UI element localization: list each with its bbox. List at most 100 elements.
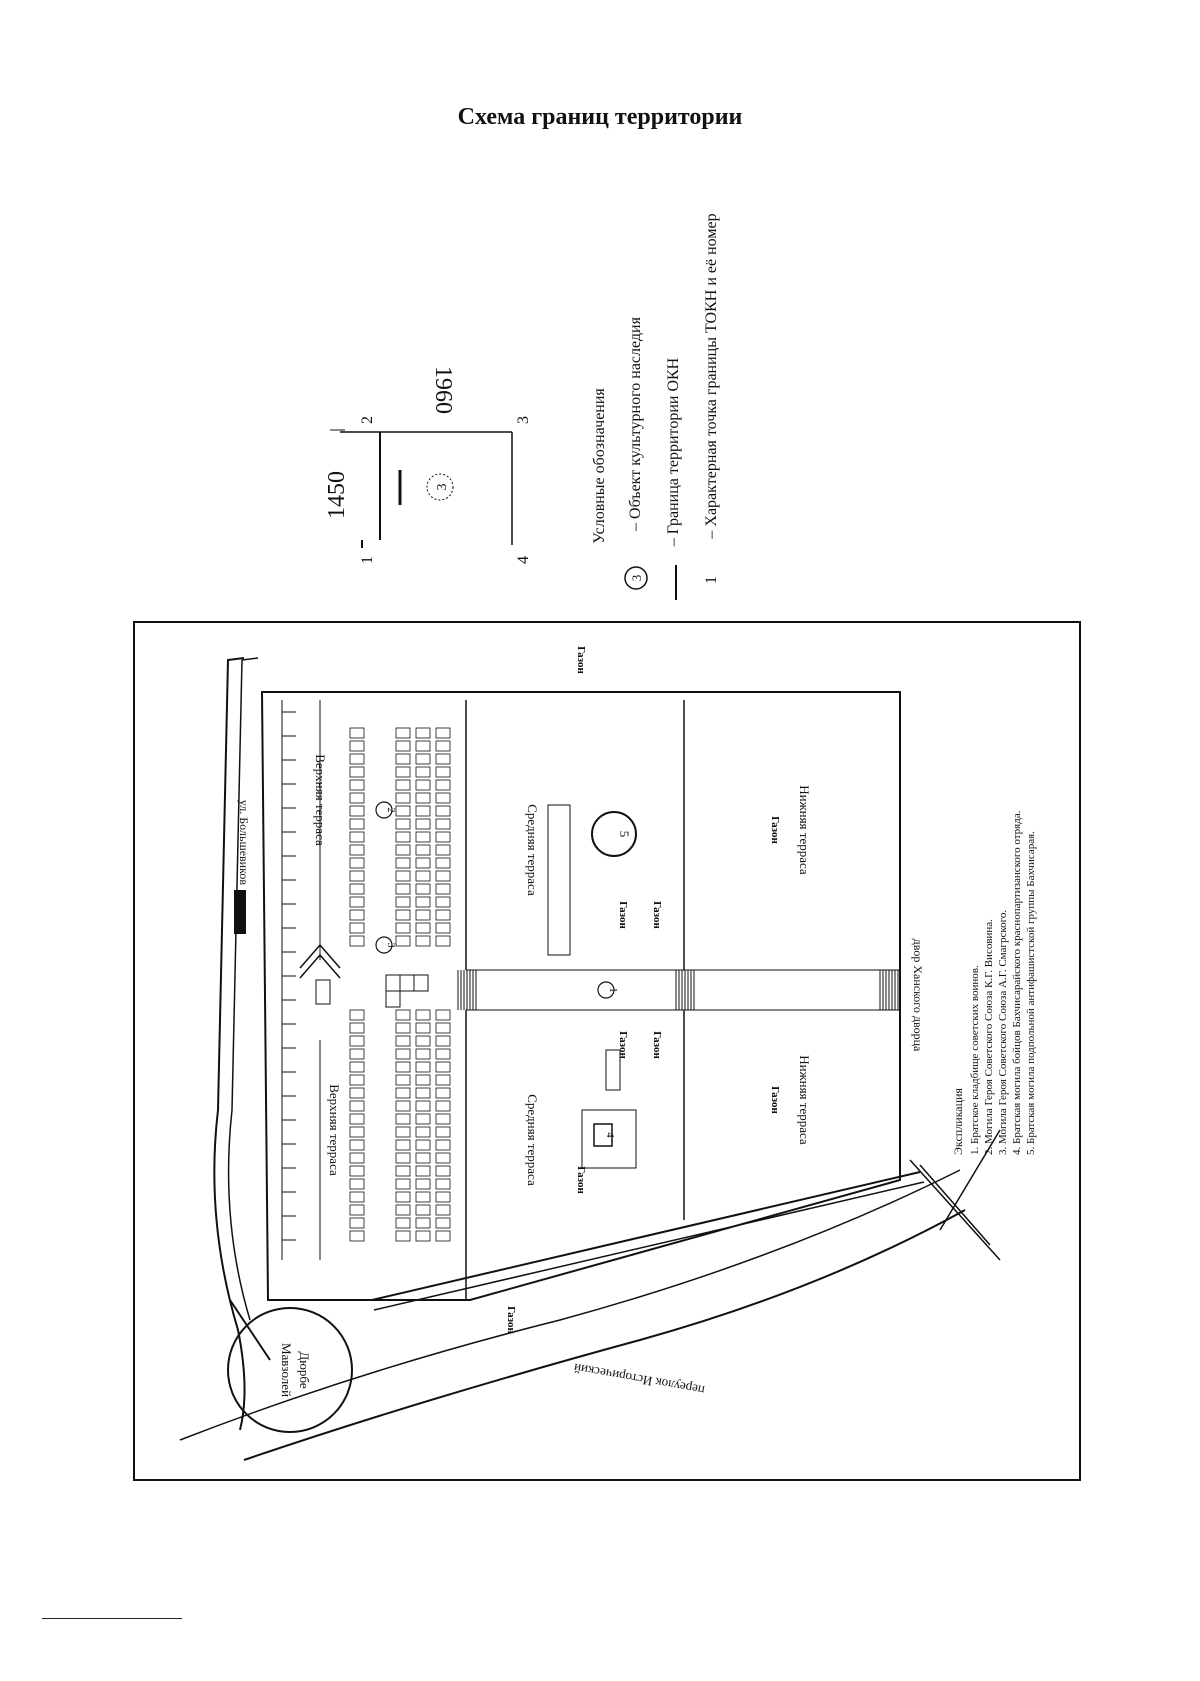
lawn-label-center-a: Газон: [617, 901, 629, 929]
grave-plot: [415, 740, 431, 752]
grave-block-d: [385, 990, 401, 1008]
legend-point-label: – Характерная точка границы ТОКН и её но…: [703, 213, 720, 539]
lawn-label-center-d: Газон: [651, 1031, 663, 1059]
grave-plot: [395, 1113, 411, 1125]
grave-plot: [349, 1009, 365, 1021]
fence-ticks: [282, 711, 296, 1241]
grave-plot: [415, 805, 431, 817]
grave-block-a: [385, 974, 401, 992]
point-label-2: 2: [359, 416, 376, 424]
boundary-outline: [260, 691, 901, 1301]
grave-plot: [395, 1048, 411, 1060]
small-plaque: [605, 1049, 621, 1091]
grave-plot: [395, 1191, 411, 1203]
length-label: 1960: [430, 366, 456, 414]
grave-plot: [415, 883, 431, 895]
footnote-rule: [42, 1618, 182, 1619]
grave-4-frame: [581, 1109, 637, 1169]
grave-plot: [395, 740, 411, 752]
museum-label-1: Мавзолей: [279, 1343, 294, 1397]
grave-plot: [435, 818, 451, 830]
grave-plot: [395, 909, 411, 921]
grave-plot: [395, 766, 411, 778]
lower-terrace-label-b: Нижняя терраса: [797, 1055, 812, 1145]
grave-plot: [415, 935, 431, 947]
marker-2: 2: [385, 808, 396, 813]
grave-plot: [415, 870, 431, 882]
grave-plot: [349, 1087, 365, 1099]
grave-plot: [415, 1152, 431, 1164]
grave-plot: [395, 1178, 411, 1190]
grave-plot: [395, 727, 411, 739]
explication-heading: Экспликация: [951, 1088, 965, 1155]
grave-plot: [395, 831, 411, 843]
stairs-chevron: [299, 943, 341, 979]
grave-plot: [415, 753, 431, 765]
grave-plot: [395, 1035, 411, 1047]
grave-plot: [415, 831, 431, 843]
grave-plot: [435, 1204, 451, 1216]
explication-item-5: 5. Братская могила подпольной антифашист…: [1025, 831, 1037, 1155]
road-corner: [229, 1299, 271, 1361]
marker-3: 3: [385, 943, 396, 948]
upper-terrace-label-b: Верхняя терраса: [327, 1084, 342, 1176]
grave-plot: [395, 818, 411, 830]
explication: Экспликация 1. Братское кладбище советск…: [951, 810, 1037, 1155]
grave-plot: [395, 1204, 411, 1216]
grave-plot: [349, 1152, 365, 1164]
grave-plot: [415, 909, 431, 921]
grave-plot: [349, 922, 365, 934]
lane-line-a: [243, 1209, 966, 1461]
grave-plot: [415, 1009, 431, 1021]
lawn-label-lower-b: Газон: [769, 1086, 781, 1114]
grave-plot: [349, 1230, 365, 1242]
stairs: [457, 970, 899, 1010]
grave-plot: [435, 1061, 451, 1073]
grave-plot: [415, 1204, 431, 1216]
grave-plot: [349, 753, 365, 765]
memorial-wall: [547, 804, 571, 956]
grave-plot: [415, 1191, 431, 1203]
grave-plot: [415, 844, 431, 856]
grave-plot: [395, 753, 411, 765]
grave-plot: [395, 1126, 411, 1138]
grave-plot: [415, 1022, 431, 1034]
grave-block-c: [413, 974, 429, 992]
marker-3-circle: [375, 936, 393, 954]
lane-wall-b: [373, 1181, 925, 1311]
territory-boundary: [260, 691, 901, 1301]
grave-plot: [349, 1217, 365, 1229]
grave-plot: [435, 935, 451, 947]
grave-plot: [435, 1100, 451, 1112]
grave-plot: [415, 766, 431, 778]
grave-plot: [435, 1035, 451, 1047]
grave-plot: [435, 1048, 451, 1060]
grave-plot: [349, 857, 365, 869]
monument: [315, 979, 331, 1005]
grave-plot: [349, 740, 365, 752]
legend-object-label: – Объект культурного наследия: [627, 316, 644, 532]
grave-plot: [435, 1139, 451, 1151]
grave-plot: [349, 909, 365, 921]
grave-plot: [395, 792, 411, 804]
grave-plot: [395, 1152, 411, 1164]
street-bottom-label: переулок Исторический: [573, 1361, 706, 1399]
grave-plot: [349, 1126, 365, 1138]
grave-block-b: [399, 974, 415, 992]
grave-plot: [415, 1113, 431, 1125]
grave-plot: [349, 1191, 365, 1203]
object-circle: [426, 473, 454, 501]
page-title: Схема границ территории: [457, 104, 743, 130]
middle-terrace-label-b: Средняя терраса: [525, 1094, 540, 1186]
grave-plot: [435, 1074, 451, 1086]
grave-plot: [415, 818, 431, 830]
grave-plot: [395, 805, 411, 817]
grave-plot: [395, 883, 411, 895]
grave-plot: [395, 922, 411, 934]
grave-plot: [349, 831, 365, 843]
grave-plot: [415, 1165, 431, 1177]
lawn-label-top: Газон: [575, 646, 587, 674]
lawn-label-middle-left: Газон: [575, 1166, 587, 1194]
grave-plot: [435, 922, 451, 934]
grave-plot: [395, 844, 411, 856]
